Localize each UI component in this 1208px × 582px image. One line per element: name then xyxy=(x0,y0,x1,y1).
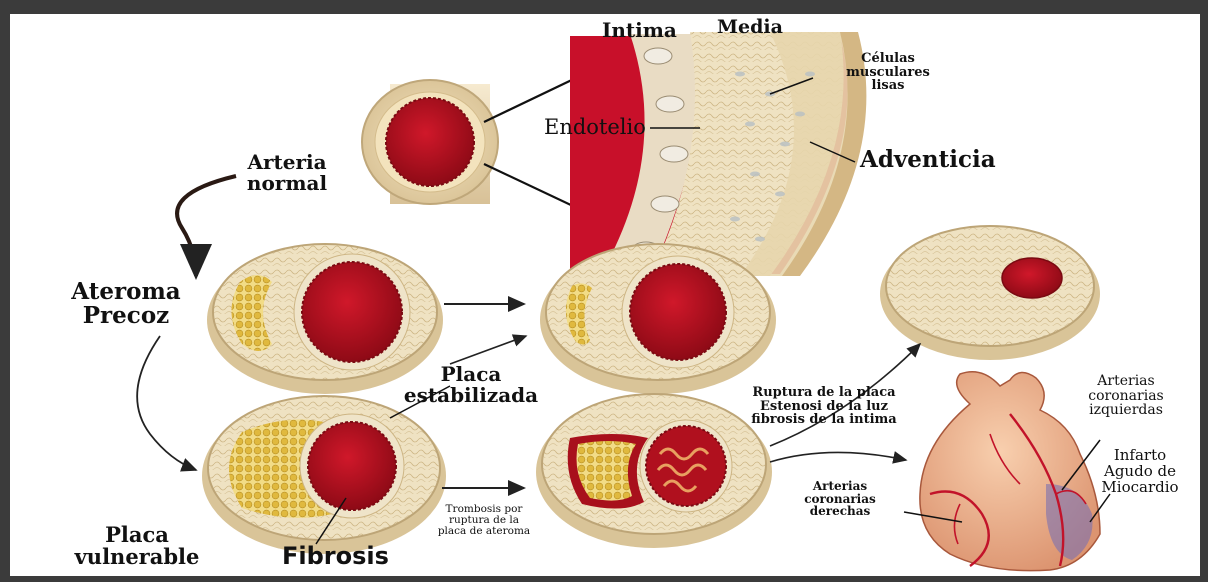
stable-plaque-section xyxy=(540,244,776,394)
normal-artery-illustration xyxy=(362,80,498,204)
label-ruptura-placa: Ruptura de la placa Estenosi de la luz f… xyxy=(726,386,922,427)
label-fibrosis: Fibrosis xyxy=(282,544,389,569)
stenosis-section xyxy=(880,226,1100,360)
label-infarto: Infarto Agudo de Miocardio xyxy=(1090,448,1190,495)
label-placa-estabilizada: Placa estabilizada xyxy=(402,364,540,406)
arrow-vulnerable-to-stable xyxy=(450,336,526,364)
label-placa-vulnerable: Placa vulnerable xyxy=(66,524,208,568)
label-trombosis: Trombosis por ruptura de la placa de ate… xyxy=(426,504,542,537)
diagram-canvas: Intima Media Células musculares lisas En… xyxy=(10,14,1200,576)
label-arterias-derechas: Arterias coronarias derechas xyxy=(770,480,910,518)
label-endotelio: Endotelio xyxy=(544,116,646,138)
heart-illustration xyxy=(920,372,1100,571)
label-media: Media xyxy=(717,18,783,38)
arrow-thrombosis-to-heart xyxy=(770,452,906,462)
vulnerable-plaque-section xyxy=(202,396,446,554)
label-ateroma-precoz: Ateroma Precoz xyxy=(56,280,196,328)
label-intima: Intima xyxy=(602,20,677,41)
label-arteria-normal: Arteria normal xyxy=(228,152,346,194)
arrow-early-to-vulnerable xyxy=(137,336,196,470)
label-arterias-izquierdas: Arterias coronarias izquierdas xyxy=(1076,374,1176,418)
label-celulas-musculares-lisas: Células musculares lisas xyxy=(836,52,940,93)
label-adventicia: Adventicia xyxy=(860,148,996,172)
artery-wall-zoom xyxy=(570,32,866,276)
